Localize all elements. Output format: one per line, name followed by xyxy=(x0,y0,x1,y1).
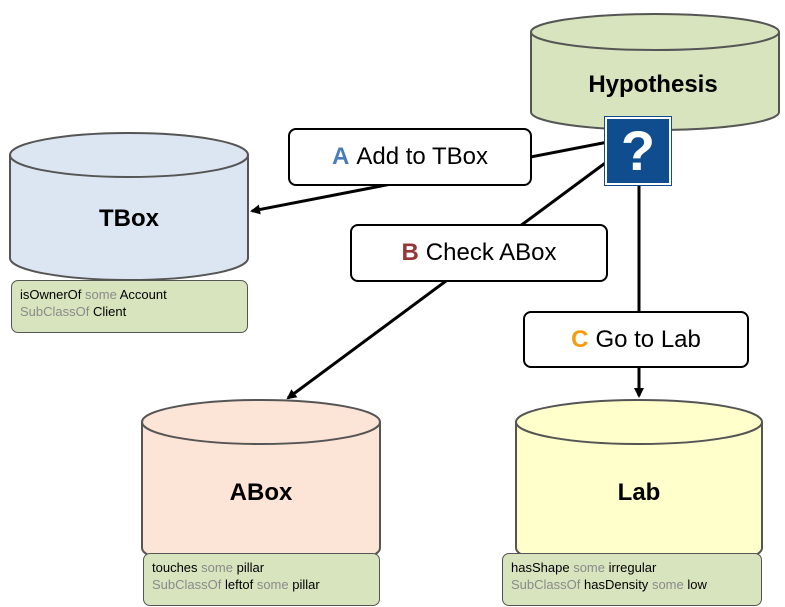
action-b-letter: B xyxy=(401,239,419,266)
abox-axiom-line-2: SubClassOf leftof some pillar xyxy=(152,576,371,593)
abox-cylinder: ABox xyxy=(141,399,381,571)
question-mark-icon: ? xyxy=(604,116,672,186)
axiom-term: hasShape xyxy=(511,560,570,575)
axiom-term: irregular xyxy=(608,560,657,575)
axiom-keyword: some xyxy=(651,577,684,592)
abox-axiom-line-1: touches some pillar xyxy=(152,559,371,576)
action-c-text: Go to Lab xyxy=(595,325,701,353)
action-c-letter: C xyxy=(571,325,589,353)
lab-axiom-note: hasShape some irregular SubClassOf hasDe… xyxy=(502,553,762,606)
axiom-keyword: some xyxy=(201,560,233,575)
axiom-term: low xyxy=(687,577,707,592)
axiom-keyword: SubClassOf xyxy=(152,577,222,592)
axiom-term: hasDensity xyxy=(584,577,649,592)
lab-axiom-line-2: SubClassOf hasDensity some low xyxy=(511,576,753,593)
abox-axiom-note: touches some pillar SubClassOf leftof so… xyxy=(143,553,380,606)
hypothesis-label: Hypothesis xyxy=(588,71,717,98)
lab-label: Lab xyxy=(618,479,661,506)
axiom-term: isOwnerOf xyxy=(20,287,82,302)
action-c-label: C Go to Lab xyxy=(523,311,749,368)
action-a-text: Add to TBox xyxy=(356,143,488,170)
axiom-keyword: SubClassOf xyxy=(20,304,90,319)
action-a-letter: A xyxy=(332,143,350,170)
question-mark-glyph: ? xyxy=(620,119,656,182)
axiom-term: touches xyxy=(152,560,198,575)
action-b-text: Check ABox xyxy=(425,239,557,266)
axiom-keyword: some xyxy=(85,287,117,302)
tbox-axiom-line-2: SubClassOf Client xyxy=(20,303,239,320)
action-b-label: B Check ABox xyxy=(350,224,608,282)
axiom-keyword: some xyxy=(256,577,289,592)
axiom-term: leftof xyxy=(225,577,254,592)
tbox-cylinder: TBox xyxy=(9,132,249,281)
axiom-term: pillar xyxy=(292,577,320,592)
lab-axiom-line-1: hasShape some irregular xyxy=(511,559,753,576)
axiom-term: Client xyxy=(93,304,127,319)
axiom-keyword: some xyxy=(573,560,605,575)
tbox-axiom-line-1: isOwnerOf some Account xyxy=(20,286,239,303)
axiom-term: Account xyxy=(119,287,167,302)
hypothesis-cylinder: Hypothesis xyxy=(530,13,780,131)
action-a-label: A Add to TBox xyxy=(288,128,532,186)
axiom-term: pillar xyxy=(236,560,265,575)
tbox-axiom-note: isOwnerOf some Account SubClassOf Client xyxy=(11,280,248,333)
axiom-keyword: SubClassOf xyxy=(511,577,581,592)
lab-cylinder: Lab xyxy=(515,399,763,571)
abox-label: ABox xyxy=(230,479,293,506)
tbox-label: TBox xyxy=(99,205,160,232)
